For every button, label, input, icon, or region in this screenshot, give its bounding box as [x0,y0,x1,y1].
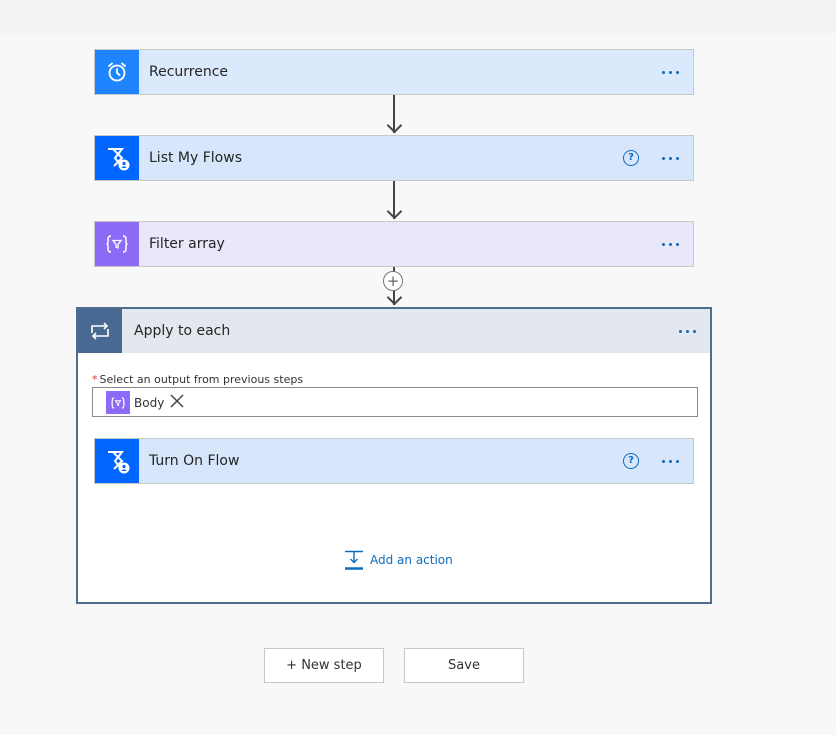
filter-array-icon [106,391,130,414]
step-title: Filter array [149,236,225,252]
alarm-clock-icon [95,50,139,94]
filter-array-icon [95,222,139,266]
step-recurrence[interactable]: Recurrence [94,49,694,95]
arrow-head [386,203,402,220]
more-options-icon[interactable] [653,62,687,82]
connector-arrow [393,181,395,219]
step-title: Recurrence [149,64,229,80]
insert-step-icon[interactable]: + [383,271,403,291]
loop-icon [78,309,122,353]
add-an-action-button[interactable]: Add an action [344,550,453,570]
output-select-field[interactable]: Body [92,387,698,417]
more-options-icon[interactable] [653,234,687,254]
more-options-icon[interactable] [653,148,687,168]
scope-title: Apply to each [134,323,231,339]
more-options-icon[interactable] [670,321,704,341]
more-options-icon[interactable] [653,451,687,471]
connector-arrow [393,95,395,133]
power-automate-icon [95,439,139,483]
step-turn-on-flow[interactable]: Turn On Flow ? [94,438,694,484]
add-action-label: Add an action [370,553,453,567]
arrow-head [386,117,402,134]
help-icon[interactable]: ? [623,453,639,469]
dynamic-content-token[interactable]: Body [106,391,185,414]
new-step-button[interactable]: + New step [264,648,384,683]
step-list-my-flows[interactable]: List My Flows ? [94,135,694,181]
token-label: Body [134,395,165,410]
step-title: Turn On Flow [149,453,240,469]
remove-token-icon[interactable] [169,393,185,412]
field-label: *Select an output from previous steps [92,373,303,386]
required-mark: * [92,373,98,386]
add-action-icon [344,550,364,570]
save-button[interactable]: Save [404,648,524,683]
top-strip [0,0,836,33]
scope-header[interactable]: Apply to each [78,309,710,353]
apply-to-each-scope: Apply to each *Select an output from pre… [76,307,712,604]
help-icon[interactable]: ? [623,150,639,166]
step-filter-array[interactable]: Filter array [94,221,694,267]
arrow-head [386,289,402,306]
step-title: List My Flows [149,150,242,166]
power-automate-icon [95,136,139,180]
field-label-text: Select an output from previous steps [99,373,304,386]
